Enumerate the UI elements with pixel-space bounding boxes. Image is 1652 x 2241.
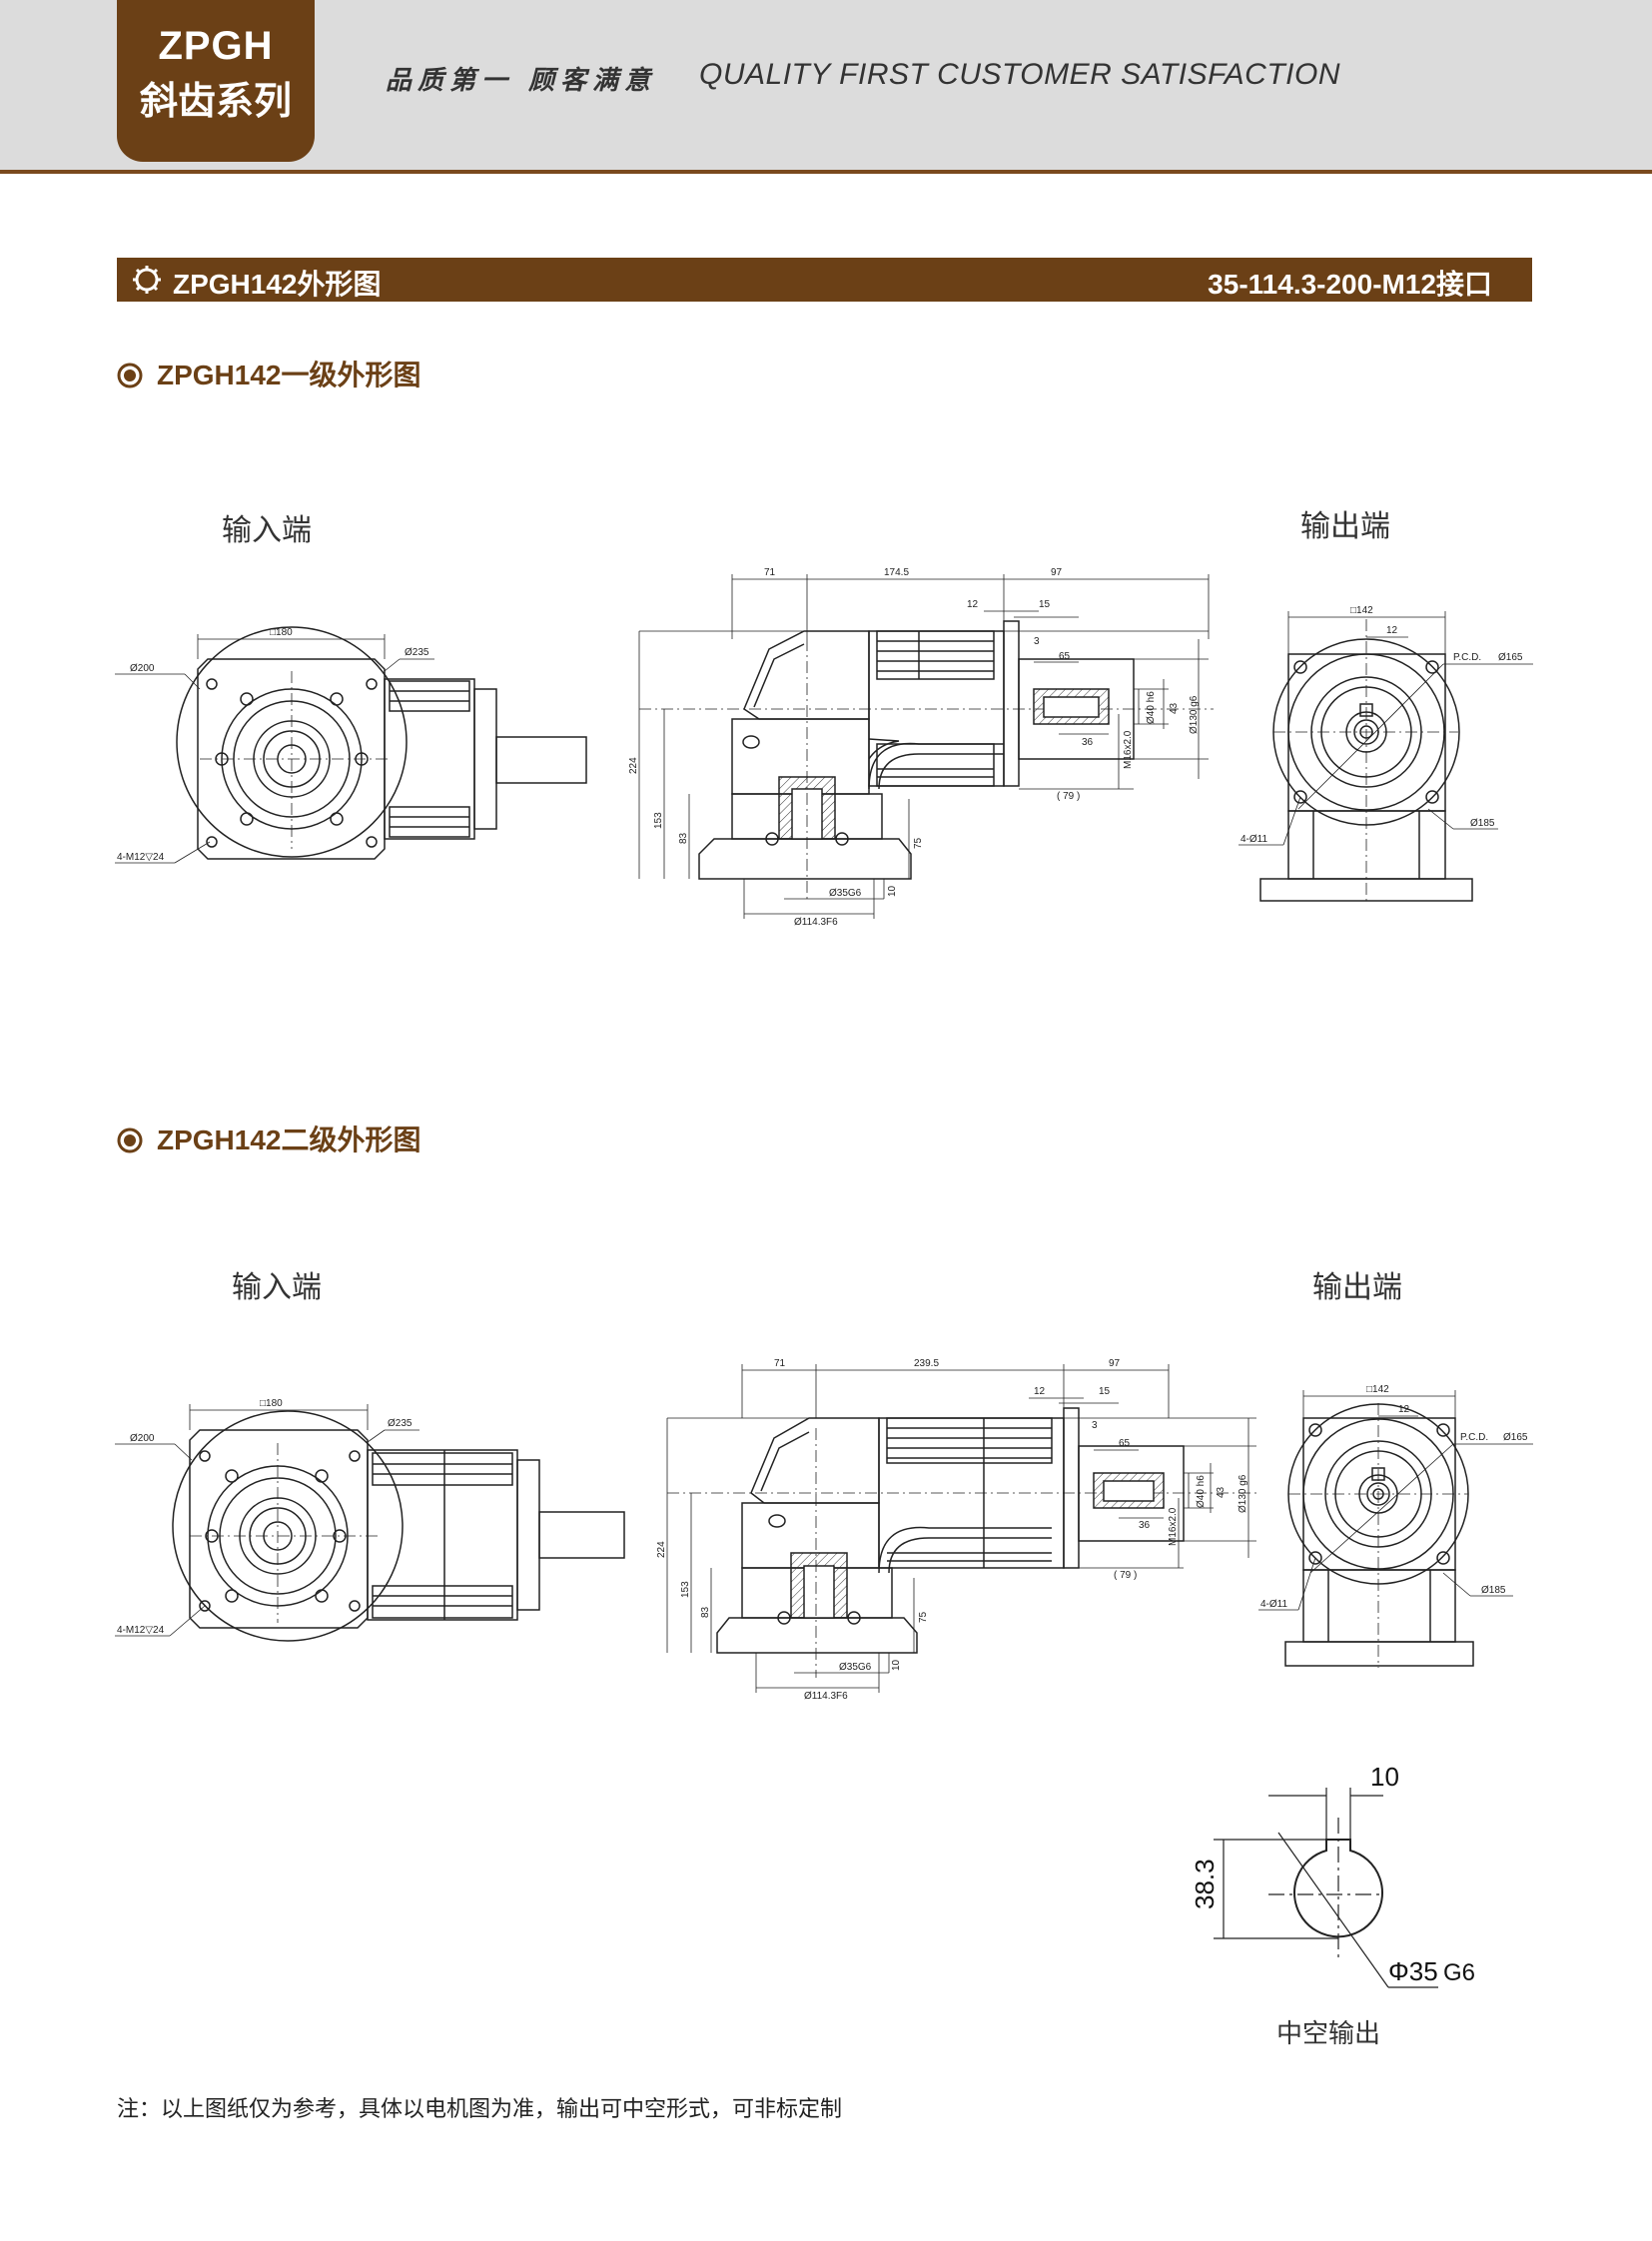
dim-label: 4-Ø11	[1240, 834, 1267, 845]
dim-label: Ø130 g6	[1238, 1474, 1248, 1513]
dim-label: 43	[1216, 1486, 1227, 1498]
dim-label: Ø185	[1470, 818, 1495, 829]
dim-label: 83	[678, 832, 689, 844]
stage2-dimension-labels: □180 Ø200 Ø235 4-M12▽24 71 239.5 97 12 1…	[117, 1358, 1528, 1702]
stage1-side-view	[638, 574, 1214, 919]
dim-label: Ø235	[388, 1418, 413, 1429]
dim-label: 153	[680, 1581, 691, 1598]
stage1-output-view	[1239, 611, 1533, 904]
dim-label: ( 79 )	[1057, 791, 1080, 802]
footnote: 注：以上图纸仅为参考，具体以电机图为准，输出可中空形式，可非标定制	[117, 2096, 843, 2121]
dim-label: Ø200	[130, 1433, 155, 1444]
stage2-output-view	[1258, 1390, 1533, 1668]
dim-label: 43	[1169, 702, 1180, 714]
dim-label: 174.5	[884, 567, 909, 578]
dim-label: 12	[1386, 625, 1398, 636]
dim-label: M16x2.0	[1123, 730, 1134, 769]
dim-label: 239.5	[914, 1358, 939, 1369]
dim-label: 15	[1099, 1386, 1111, 1397]
dim-label: 36	[1139, 1520, 1151, 1531]
header-divider	[0, 170, 1652, 174]
dim-label: M16x2.0	[1168, 1507, 1179, 1546]
dim-label: 10	[887, 885, 898, 897]
dim-label: Ø114.3F6	[794, 917, 838, 928]
title-model: ZPGH142外形图	[173, 269, 382, 300]
dim-label: 83	[700, 1606, 711, 1618]
dim-label: 75	[913, 837, 924, 849]
stage1-output-label: 输出端	[1300, 509, 1390, 544]
dim-label: Ø40 h6	[1146, 691, 1157, 724]
dim-label: □180	[260, 1398, 283, 1409]
title-bar: ZPGH142外形图 35-114.3-200-M12接口	[117, 258, 1532, 302]
bullet-icon	[117, 1127, 143, 1153]
dim-label: Ø35G6	[829, 888, 862, 899]
gear-icon	[133, 266, 161, 294]
dim-label: □142	[1350, 605, 1373, 616]
brand-series: 斜齿系列	[139, 81, 292, 123]
dim-label: 12	[967, 599, 979, 610]
dim-label: 71	[764, 567, 776, 578]
bore-label: Φ35	[1388, 1956, 1438, 1986]
dim-label: 65	[1059, 651, 1071, 662]
stage2-input-label: 输入端	[232, 1270, 322, 1305]
dim-label: Ø40 h6	[1196, 1475, 1207, 1508]
dim-label: □142	[1366, 1384, 1389, 1395]
dim-label: 71	[774, 1358, 786, 1369]
dim-label: 97	[1109, 1358, 1121, 1369]
dim-label: 65	[1119, 1438, 1131, 1449]
dim-label: P.C.D.	[1460, 1432, 1488, 1443]
title-interface: 35-114.3-200-M12接口	[1208, 269, 1492, 300]
dim-label: 36	[1082, 737, 1094, 748]
bullet-icon	[117, 363, 143, 388]
hollow-output-label: 中空输出	[1276, 2019, 1381, 2049]
slogan-english: QUALITY FIRST CUSTOMER SATISFACTION	[699, 58, 1341, 91]
dim-label: 153	[653, 812, 664, 829]
dim-label: Ø35G6	[839, 1662, 872, 1673]
brand-tab: ZPGH 斜齿系列	[117, 0, 315, 162]
depth-label: 38.3	[1190, 1859, 1220, 1909]
stage2-heading-text: ZPGH142二级外形图	[157, 1124, 421, 1155]
dim-label: 3	[1034, 636, 1040, 647]
stage1-input-view	[115, 626, 587, 864]
dim-label: 224	[656, 1541, 667, 1558]
dim-label: Ø165	[1498, 652, 1523, 663]
dim-label: 4-M12▽24	[117, 852, 165, 863]
hollow-dimension-labels: 10 38.3 Φ35 G6	[1190, 1762, 1475, 1986]
dim-label: 10	[891, 1659, 902, 1671]
section-heading-stage2: ZPGH142二级外形图	[117, 1119, 421, 1158]
dim-label: 224	[628, 757, 639, 774]
stage1-heading-text: ZPGH142一级外形图	[157, 360, 421, 390]
dim-label: 3	[1092, 1420, 1098, 1431]
dim-label: Ø185	[1481, 1585, 1506, 1596]
dim-label: ( 79 )	[1114, 1570, 1137, 1581]
dim-label: Ø200	[130, 663, 155, 674]
hollow-output-detail	[1214, 1788, 1438, 1988]
dim-label: 12	[1034, 1386, 1046, 1397]
dim-label: Ø114.3F6	[804, 1691, 848, 1702]
dim-label: 75	[918, 1611, 929, 1623]
stage2-side-view	[666, 1364, 1258, 1693]
stage2-input-view	[115, 1404, 625, 1642]
dim-label: Ø130 g6	[1189, 695, 1200, 734]
slogan-chinese: 品质第一 顾客满意	[386, 66, 657, 96]
stage1-input-label: 输入端	[222, 513, 312, 548]
dim-label: 12	[1398, 1404, 1410, 1415]
dim-label: Ø235	[405, 647, 429, 658]
brand-model: ZPGH	[158, 24, 274, 68]
dim-label: 4-Ø11	[1260, 1599, 1287, 1610]
dim-label: Ø165	[1503, 1432, 1528, 1443]
section-heading-stage1: ZPGH142一级外形图	[117, 354, 421, 393]
dim-label: 4-M12▽24	[117, 1625, 165, 1636]
dim-label: 97	[1051, 567, 1063, 578]
dim-label: □180	[270, 627, 293, 638]
dim-label: P.C.D.	[1453, 652, 1481, 663]
stage1-dimension-labels: □180 Ø200 Ø235 4-M12▽24 71 174.5 97 12 1…	[117, 567, 1523, 928]
stage2-output-label: 输出端	[1312, 1270, 1402, 1305]
key-width-label: 10	[1370, 1762, 1399, 1792]
dim-label: 15	[1039, 599, 1051, 610]
fit-label: G6	[1443, 1959, 1475, 1986]
